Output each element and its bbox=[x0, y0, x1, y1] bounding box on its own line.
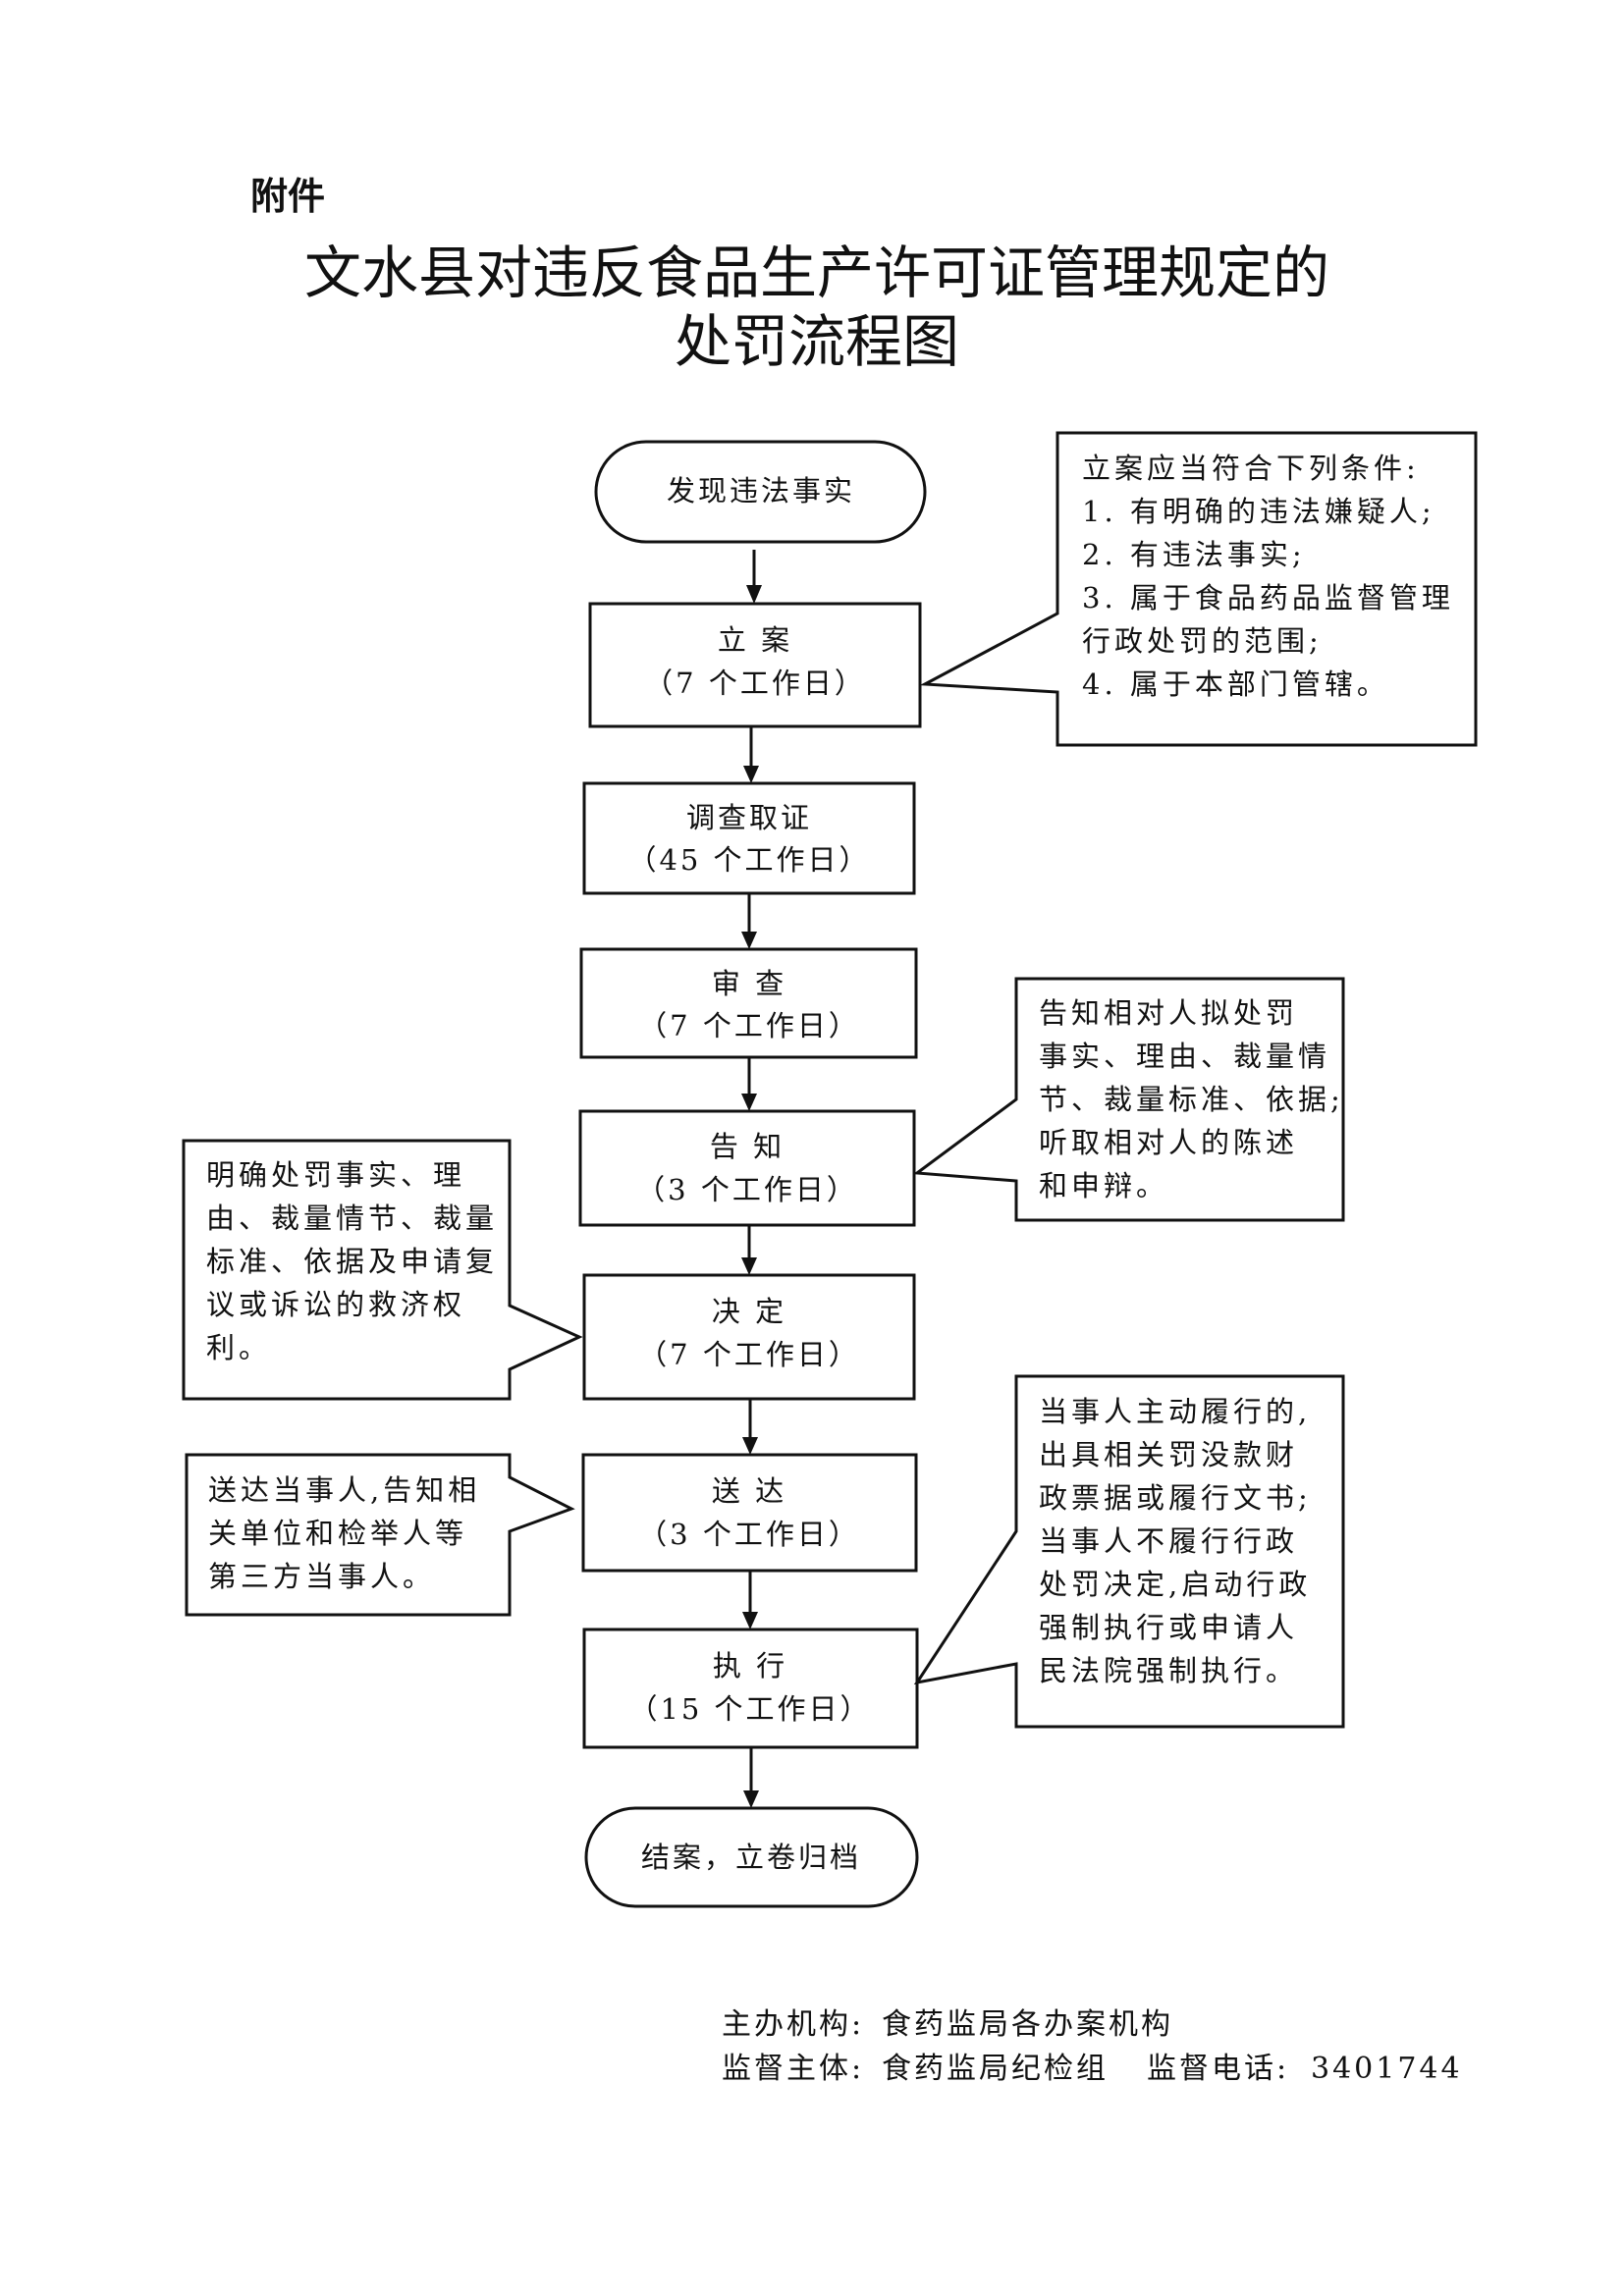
attachment-label: 附件 bbox=[250, 174, 325, 218]
step-review: 审 查 （7 个工作日） bbox=[579, 947, 918, 1059]
svg-text:民法院强制执行。: 民法院强制执行。 bbox=[1039, 1654, 1298, 1687]
svg-text:出具相关罚没款财: 出具相关罚没款财 bbox=[1039, 1438, 1298, 1471]
svg-text:1. 有明确的违法嫌疑人;: 1. 有明确的违法嫌疑人; bbox=[1082, 495, 1435, 528]
step-execution: 执 行 （15 个工作日） bbox=[582, 1628, 919, 1749]
svg-text:决 定: 决 定 bbox=[712, 1295, 786, 1328]
callout-delivery: 送达当事人,告知相 关单位和检举人等 第三方当事人。 bbox=[185, 1453, 575, 1617]
svg-text:和申辩。: 和申辩。 bbox=[1039, 1169, 1168, 1202]
callout-decision: 明确处罚事实、理 由、裁量情节、裁量 标准、依据及申请复 议或诉讼的救济权 利。 bbox=[182, 1139, 583, 1401]
supervisor-label: 监督主体: bbox=[722, 2052, 864, 2086]
svg-text:当事人不履行行政: 当事人不履行行政 bbox=[1039, 1524, 1298, 1558]
connectors bbox=[741, 550, 762, 1808]
step-delivery: 送 达 （3 个工作日） bbox=[581, 1453, 918, 1573]
title-line-2: 处罚流程图 bbox=[675, 308, 959, 375]
svg-text:执 行: 执 行 bbox=[713, 1649, 787, 1682]
svg-text:当事人主动履行的,: 当事人主动履行的, bbox=[1039, 1395, 1311, 1428]
step-filing: 立 案 （7 个工作日） bbox=[588, 602, 922, 728]
svg-text:送达当事人,告知相: 送达当事人,告知相 bbox=[208, 1473, 480, 1507]
phone-label: 监督电话: bbox=[1147, 2052, 1289, 2086]
svg-text:事实、理由、裁量情: 事实、理由、裁量情 bbox=[1039, 1040, 1330, 1073]
svg-text:（45 个工作日）: （45 个工作日） bbox=[627, 843, 870, 877]
callout-filing-conditions: 立案应当符合下列条件: 1. 有明确的违法嫌疑人; 2. 有违法事实; 3. 属… bbox=[919, 431, 1478, 747]
organizer-label: 主办机构: bbox=[722, 2007, 864, 2042]
svg-text:（7 个工作日）: （7 个工作日） bbox=[638, 1338, 860, 1371]
svg-text:第三方当事人。: 第三方当事人。 bbox=[208, 1560, 435, 1593]
svg-text:（3 个工作日）: （3 个工作日） bbox=[636, 1173, 858, 1206]
start-terminator: 发现违法事实 bbox=[594, 440, 927, 544]
step-decision: 决 定 （7 个工作日） bbox=[582, 1273, 916, 1401]
svg-text:审 查: 审 查 bbox=[712, 967, 786, 1000]
svg-text:标准、依据及申请复: 标准、依据及申请复 bbox=[206, 1245, 498, 1278]
svg-text:关单位和检举人等: 关单位和检举人等 bbox=[208, 1517, 467, 1550]
step-investigation: 调查取证 （45 个工作日） bbox=[582, 781, 916, 895]
svg-text:（7 个工作日）: （7 个工作日） bbox=[638, 1009, 860, 1042]
footer: 主办机构: 食药监局各办案机构 监督主体: 食药监局纪检组 监督电话: 3401… bbox=[722, 2007, 1463, 2086]
step-notification: 告 知 （3 个工作日） bbox=[578, 1109, 916, 1227]
svg-text:（3 个工作日）: （3 个工作日） bbox=[638, 1518, 860, 1551]
end-terminator: 结案，立卷归档 bbox=[584, 1806, 919, 1908]
svg-text:4. 属于本部门管辖。: 4. 属于本部门管辖。 bbox=[1082, 667, 1389, 701]
phone: 3401744 bbox=[1311, 2052, 1463, 2086]
svg-text:（7 个工作日）: （7 个工作日） bbox=[644, 667, 866, 700]
svg-text:议或诉讼的救济权: 议或诉讼的救济权 bbox=[206, 1288, 465, 1321]
svg-text:（15 个工作日）: （15 个工作日） bbox=[628, 1692, 871, 1726]
svg-text:行政处罚的范围;: 行政处罚的范围; bbox=[1082, 624, 1323, 658]
callout-notification: 告知相对人拟处罚 事实、理由、裁量情 节、裁量标准、依据; 听取相对人的陈述 和… bbox=[912, 977, 1345, 1222]
svg-text:告 知: 告 知 bbox=[710, 1130, 785, 1163]
callout-execution: 当事人主动履行的, 出具相关罚没款财 政票据或履行文书; 当事人不履行行政 处罚… bbox=[913, 1374, 1345, 1729]
organizer: 食药监局各办案机构 bbox=[882, 2007, 1173, 2042]
svg-text:政票据或履行文书;: 政票据或履行文书; bbox=[1039, 1481, 1312, 1515]
svg-text:处罚决定,启动行政: 处罚决定,启动行政 bbox=[1039, 1568, 1311, 1601]
svg-text:利。: 利。 bbox=[206, 1331, 271, 1364]
title-line-1: 文水县对违反食品生产许可证管理规定的 bbox=[304, 240, 1329, 306]
svg-text:2. 有违法事实;: 2. 有违法事实; bbox=[1082, 538, 1306, 571]
svg-text:3. 属于食品药品监督管理: 3. 属于食品药品监督管理 bbox=[1082, 581, 1454, 614]
svg-text:发现违法事实: 发现违法事实 bbox=[667, 474, 855, 507]
svg-text:由、裁量情节、裁量: 由、裁量情节、裁量 bbox=[206, 1201, 498, 1235]
svg-text:听取相对人的陈述: 听取相对人的陈述 bbox=[1039, 1126, 1298, 1159]
svg-text:强制执行或申请人: 强制执行或申请人 bbox=[1039, 1611, 1298, 1644]
svg-text:明确处罚事实、理: 明确处罚事实、理 bbox=[206, 1158, 465, 1192]
svg-text:节、裁量标准、依据;: 节、裁量标准、依据; bbox=[1039, 1083, 1344, 1116]
svg-text:送 达: 送 达 bbox=[712, 1474, 786, 1508]
svg-text:结案，立卷归档: 结案，立卷归档 bbox=[641, 1841, 861, 1874]
svg-text:立案应当符合下列条件:: 立案应当符合下列条件: bbox=[1082, 452, 1420, 485]
svg-text:告知相对人拟处罚: 告知相对人拟处罚 bbox=[1039, 996, 1298, 1030]
svg-text:调查取证: 调查取证 bbox=[686, 801, 812, 834]
svg-text:立 案: 立 案 bbox=[718, 623, 792, 657]
supervisor: 食药监局纪检组 bbox=[882, 2052, 1109, 2086]
